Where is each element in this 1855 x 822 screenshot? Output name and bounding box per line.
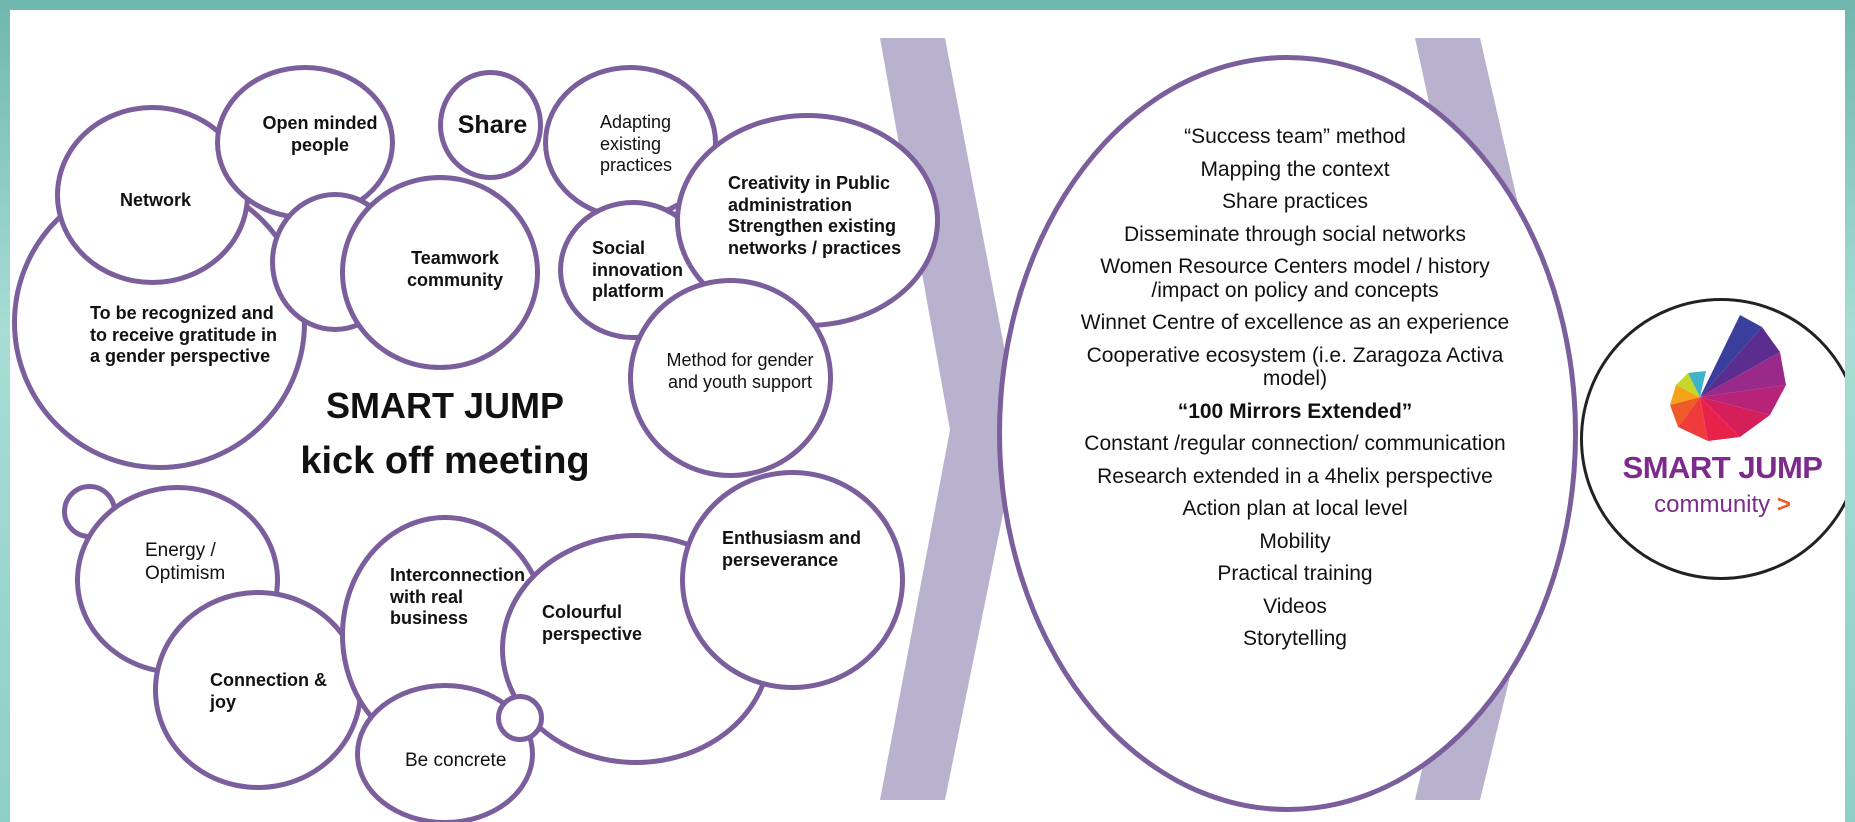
outcomes-list: “Success team” method Mapping the contex…: [1065, 125, 1525, 660]
logo-title: SMART JUMP: [1622, 450, 1823, 485]
text-be-concrete: Be concrete: [405, 750, 507, 771]
text-connection-joy: Connection & joy: [210, 670, 327, 712]
outcome-item: Mobility: [1259, 529, 1331, 553]
text-interconnection: Interconnection with real business: [390, 565, 526, 629]
bubble-teamwork: [340, 175, 540, 370]
logo-pinwheel-icon: [1670, 315, 1786, 441]
text-creativity: Creativity in Public administration Stre…: [728, 173, 902, 258]
outcome-item: Practical training: [1217, 562, 1373, 586]
text-open-minded: Open minded people: [262, 113, 378, 155]
text-teamwork: Teamwork community: [406, 248, 503, 290]
bubble-be-concrete: [355, 683, 535, 822]
text-adapting: Adapting existing practices: [600, 112, 673, 176]
title-kick-off: kick off meeting: [300, 440, 590, 482]
bubble-share: [438, 70, 543, 180]
outcome-item: “Success team” method: [1184, 125, 1406, 148]
outcome-item: Research extended in a 4helix perspectiv…: [1097, 464, 1493, 488]
outcome-item: Constant /regular connection/ communicat…: [1084, 432, 1506, 456]
outcome-item-highlight: “100 Mirrors Extended”: [1177, 399, 1413, 423]
bubble-enthusiasm: [680, 470, 905, 690]
slide: Open minded people Share Adapting existi…: [10, 10, 1845, 822]
bubble-open-minded: [215, 65, 395, 220]
logo-subtitle: community >: [1595, 491, 1845, 519]
text-method-gender: Method for gender and youth support: [666, 350, 814, 392]
text-colourful: Colourful perspective: [542, 602, 643, 644]
text-recognized: To be recognized and to receive gratitud…: [90, 303, 278, 367]
outcome-item: Cooperative ecosystem (i.e. Zaragoza Act…: [1086, 343, 1504, 391]
text-social-innovation: Social innovation platform: [592, 238, 683, 302]
logo-arrow-icon: >: [1776, 491, 1791, 518]
bubble-method-gender: [628, 278, 833, 478]
outcome-item: Storytelling: [1243, 627, 1347, 651]
text-network: Network: [120, 190, 192, 210]
text-energy: Energy / Optimism: [145, 540, 226, 584]
outcomes-oval: [997, 55, 1578, 812]
outcome-item: Women Resource Centers model / history /…: [1100, 255, 1490, 302]
outcome-item: Disseminate through social networks: [1124, 222, 1466, 246]
bubble-small-dot-2: [496, 694, 544, 742]
outcome-item: Share practices: [1222, 190, 1368, 214]
title-smart-jump: SMART JUMP: [325, 385, 564, 426]
outcome-item: Action plan at local level: [1182, 497, 1408, 521]
text-share: Share: [457, 111, 528, 139]
outcome-item: Winnet Centre of excellence as an experi…: [1080, 311, 1510, 335]
text-enthusiasm: Enthusiasm and perseverance: [722, 528, 862, 570]
logo-subtitle-text: community: [1654, 491, 1771, 518]
outcome-item: Mapping the context: [1200, 157, 1390, 181]
outcome-item: Videos: [1263, 594, 1327, 618]
